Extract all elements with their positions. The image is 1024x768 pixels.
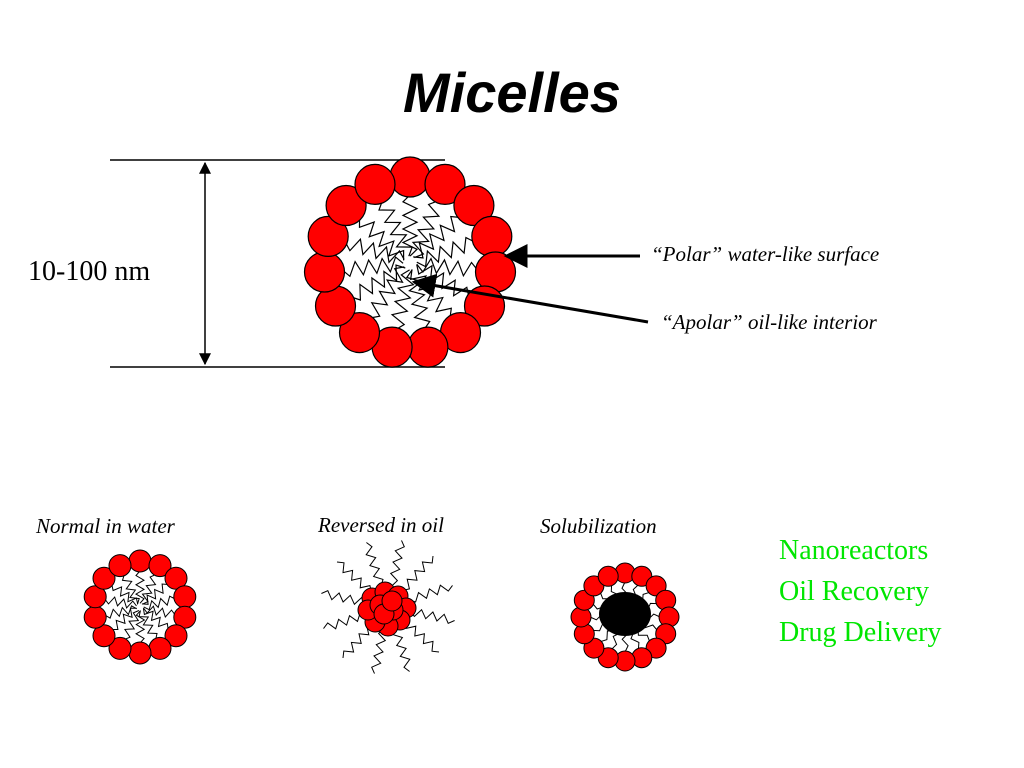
surfactant-tail [141,583,169,605]
polar-head [338,312,381,354]
polar-head [108,554,132,578]
apolar-callout-arrow [411,273,649,324]
slide-title: Micelles [403,61,621,124]
polar-head [173,605,197,629]
polar-head [389,156,431,198]
polar-head [83,605,107,629]
polar-head [108,636,132,660]
surfactant-tail [411,200,441,259]
surfactant-tail [404,621,440,653]
polar-head [92,566,116,590]
surfactant-tail [104,605,138,619]
polar-head [453,184,495,227]
surfactant-tail [365,542,384,587]
polar-head [148,554,172,578]
surfactant-tail [416,257,479,278]
surfactant-tail [369,266,405,319]
polar-head [354,163,396,205]
surfactant-tail [350,264,406,301]
surfactant-tail [138,610,158,640]
surfactant-tail [413,215,461,259]
surfactant-tail [135,610,146,644]
surfactant-tail [124,610,140,640]
polar-head [164,566,188,590]
main-micelle [303,156,517,368]
surfactant-tail [344,237,405,264]
surfactant-tail [409,608,455,624]
polar-head [307,215,349,257]
surfactant-tail [402,555,434,591]
surfactant-tail [416,264,470,298]
surfactant-tail [336,561,372,593]
size-label: 10-100 nm [28,256,151,287]
surfactant-tail [121,574,140,605]
surfactant-tail [111,607,137,630]
polar-head [128,549,152,573]
surfactant-tail [389,540,405,586]
polar-head [325,184,367,227]
surfactant-tail [392,627,411,672]
solubilization-micelle [570,562,680,672]
caption-reversed: Reversed in oil [318,513,444,537]
polar-head [597,565,619,587]
polar-head [303,251,346,293]
surfactant-tail [371,628,387,674]
polar-head [173,585,197,609]
polar-head [128,641,152,665]
polar-head [92,624,116,648]
solubilized-oil-droplet [599,592,651,636]
polar-head [471,215,513,257]
polar-head [407,326,449,368]
application-item: Nanoreactors [779,535,929,566]
reversed-micelle [321,540,455,674]
caption-normal: Normal in water [36,514,175,538]
polar-surface-label: “Polar” water-like surface [651,242,880,266]
polar-head [164,624,188,648]
surfactant-tail [405,269,431,330]
polar-head [424,163,466,205]
surfactant-tail [321,590,367,606]
polar-head [381,590,403,612]
caption-solubilization: Solubilization [540,514,657,538]
surfactant-tail [416,236,475,268]
surfactant-tail [142,608,169,630]
polar-head [148,636,172,660]
application-item: Drug Delivery [779,617,942,648]
application-item: Oil Recovery [779,576,930,607]
surfactant-tail [111,584,139,605]
polar-head [83,585,107,609]
surfactant-tail [358,217,405,261]
surfactant-tail [408,584,453,603]
surfactant-tail [378,200,414,257]
surfactant-tail [342,256,404,278]
surfactant-tail [390,269,415,331]
surfactant-tail [401,194,419,257]
surfactant-tail [104,596,137,609]
surfactant-tail [134,570,145,604]
applications-list: Nanoreactors Oil Recovery Drug Delivery [779,530,942,653]
surfactant-tail [141,574,157,605]
apolar-interior-label: “Apolar” oil-like interior [661,310,877,334]
surfactant-tail [143,605,176,618]
surfactant-tail [143,595,176,611]
normal-micelle [83,549,197,665]
